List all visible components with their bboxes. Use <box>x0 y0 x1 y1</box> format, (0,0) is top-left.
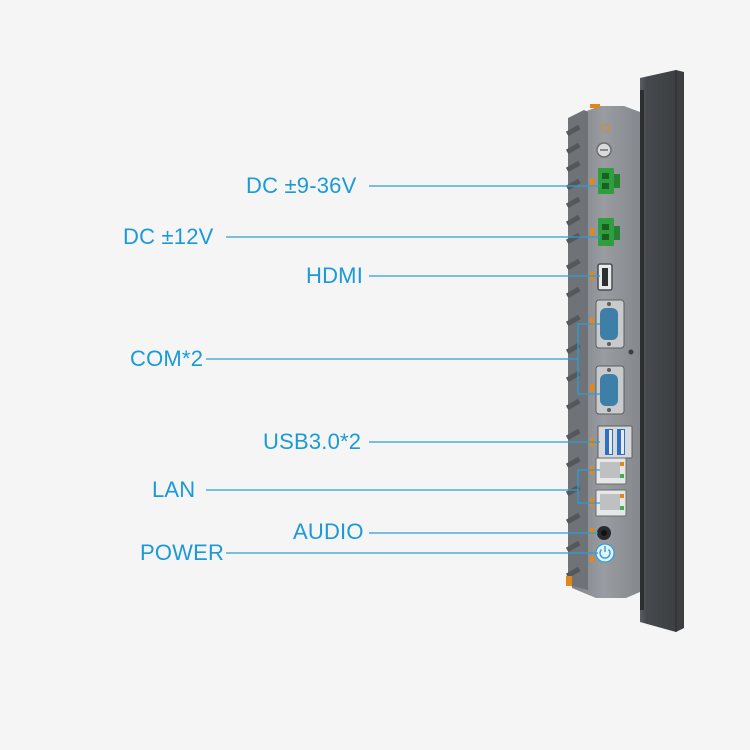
audio-jack <box>597 526 611 540</box>
lan-port-2 <box>595 489 627 517</box>
label-dc-9-36v: DC ±9-36V <box>246 173 357 198</box>
usb3-ports <box>597 425 633 459</box>
ground-icon <box>596 123 612 158</box>
label-com: COM*2 <box>130 346 204 371</box>
label-dc-12v: DC ±12V <box>123 224 214 249</box>
lan-port-1 <box>595 457 627 485</box>
label-audio: AUDIO <box>293 519 364 544</box>
label-power: POWER <box>140 540 225 565</box>
dc-9-36v-terminal <box>598 168 620 194</box>
label-usb: USB3.0*2 <box>263 429 362 454</box>
com1-port <box>595 299 625 349</box>
com2-port <box>595 365 625 415</box>
label-lan: LAN <box>152 477 196 502</box>
label-hdmi: HDMI <box>306 263 364 288</box>
dc-12v-terminal <box>598 218 620 246</box>
leader-com-bracket <box>577 323 600 395</box>
leader-lines <box>206 185 600 554</box>
cooling-fins <box>565 124 581 579</box>
front-bezel <box>640 70 684 632</box>
hdmi-port <box>597 263 613 291</box>
power-icon <box>595 543 615 563</box>
leader-lan-bracket <box>577 469 600 504</box>
